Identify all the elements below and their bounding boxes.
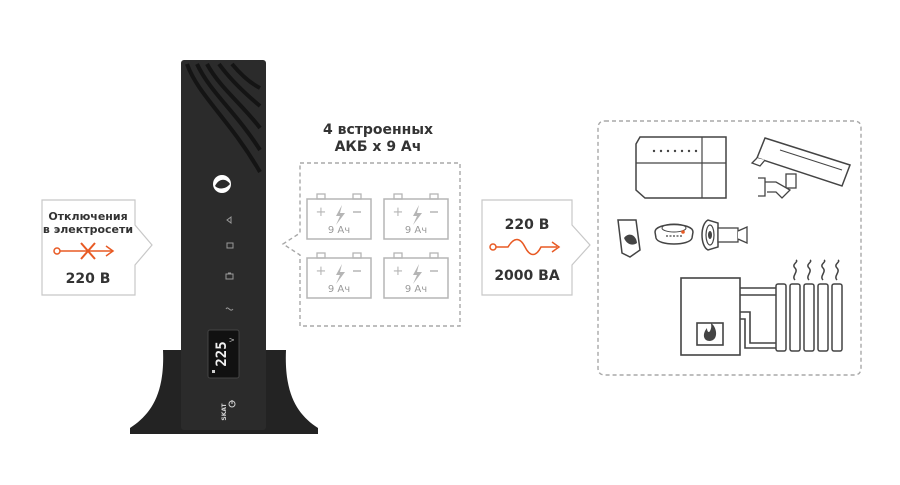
input-title-line1: Отключения: [48, 210, 127, 223]
svg-text:+: +: [393, 264, 404, 279]
battery-2: + 9 Ач: [383, 193, 449, 240]
lcd-value: 225: [214, 341, 230, 366]
output-voltage: 220 В: [505, 217, 550, 233]
loads-section: [597, 120, 862, 376]
svg-text:+: +: [316, 264, 327, 279]
menu-button[interactable]: [226, 242, 234, 249]
input-title-line2: в электросети: [43, 223, 133, 236]
ups-body: [181, 60, 266, 430]
output-panel: 220 В 2000 ВА: [481, 199, 591, 296]
svg-text:+: +: [316, 205, 327, 220]
battery-title-line2: АКБ х 9 Ач: [335, 139, 422, 155]
battery-section: 4 встроенных АКБ х 9 Ач + 9 Ач + 9 Ач +: [281, 122, 461, 327]
siren-icon: [701, 219, 748, 251]
power-outage-icon: [53, 242, 115, 260]
battery-title-line1: 4 встроенных: [323, 122, 433, 138]
alarm-panel-icon: [635, 136, 727, 199]
ac-mode-button[interactable]: [225, 307, 234, 311]
input-panel: Отключения в электросети 220 В: [41, 199, 153, 296]
output-power: 2000 ВА: [494, 268, 560, 284]
heat-waves-icon: [793, 259, 840, 281]
mute-button[interactable]: [226, 216, 232, 224]
battery-1: + 9 Ач: [306, 193, 372, 240]
power-button[interactable]: [228, 400, 236, 408]
battery-4-label: 9 Ач: [405, 284, 427, 295]
motion-sensor-icon: [617, 219, 641, 258]
loads-callout: [597, 120, 862, 376]
lcd-display: 225 V: [207, 329, 240, 379]
ups-unit: 225 V SKAT: [130, 60, 318, 434]
battery-button[interactable]: [225, 272, 234, 280]
battery-2-label: 9 Ач: [405, 225, 427, 236]
radiator-icon: [775, 259, 843, 352]
battery-callout: [281, 162, 461, 327]
ventilation-grille: [185, 62, 262, 173]
input-voltage: 220 В: [66, 271, 111, 287]
cctv-camera-icon: [750, 137, 851, 199]
battery-3: + 9 Ач: [306, 252, 372, 299]
svg-text:+: +: [393, 205, 404, 220]
battery-4: + 9 Ач: [383, 252, 449, 299]
battery-3-label: 9 Ач: [328, 284, 350, 295]
brand-logo-icon: [213, 175, 231, 193]
smoke-detector-icon: [654, 223, 694, 245]
brand-name: SKAT: [221, 402, 228, 420]
lcd-unit: V: [229, 337, 236, 342]
boiler-icon: [680, 277, 776, 356]
battery-1-label: 9 Ач: [328, 225, 350, 236]
ac-output-icon: [489, 238, 561, 256]
